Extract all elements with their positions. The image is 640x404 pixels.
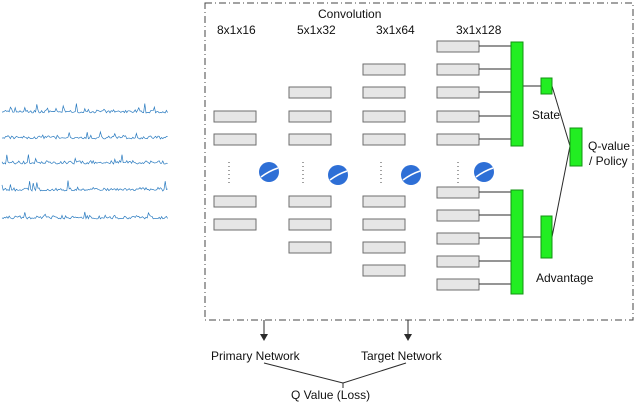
layer-label-5x1x32: 5x1x32: [297, 23, 336, 37]
feature-map: [213, 110, 257, 123]
q-value-label: Q-value: [588, 139, 630, 153]
feature-map: [288, 218, 332, 231]
conv-column-8x1x16: [213, 110, 279, 231]
feature-map: [362, 264, 406, 277]
conv-column-5x1x32: [288, 86, 348, 254]
fc-connections: [479, 45, 571, 285]
conv-column-3x1x64: [362, 63, 421, 277]
signal-trace: [1, 180, 168, 192]
feature-map: [436, 110, 480, 123]
blue-circle-icon: [401, 165, 421, 185]
feature-map: [436, 40, 480, 53]
feature-map: [288, 86, 332, 99]
convolution-label: Convolution: [318, 7, 381, 21]
policy-label: / Policy: [589, 154, 628, 168]
input-signals: [1, 103, 168, 220]
feature-map: [213, 133, 257, 146]
primary-network-label: Primary Network: [211, 349, 301, 363]
feature-map: [436, 86, 480, 99]
conv-column-3x1x128: [436, 40, 494, 291]
signal-trace: [1, 130, 168, 140]
feature-map: [436, 63, 480, 76]
feature-map: [436, 209, 480, 222]
layer-label-3x1x64: 3x1x64: [376, 23, 415, 37]
feature-map: [436, 186, 480, 199]
state-label: State: [532, 108, 560, 122]
signal-trace: [1, 211, 168, 220]
feature-map: [288, 133, 332, 146]
feature-map: [436, 232, 480, 245]
feature-map: [436, 255, 480, 268]
advantage-stream-bar: [510, 189, 524, 295]
state-stream-bar: [510, 41, 524, 147]
feature-map: [362, 241, 406, 254]
blue-circle-icon: [328, 165, 348, 185]
feature-map: [362, 195, 406, 208]
output-arrows: [260, 320, 412, 388]
feature-map: [288, 110, 332, 123]
feature-map: [362, 63, 406, 76]
feature-map: [213, 218, 257, 231]
layer-label-3x1x128: 3x1x128: [456, 23, 502, 37]
feature-map: [362, 86, 406, 99]
feature-map: [288, 195, 332, 208]
network-frame: [204, 2, 634, 321]
signal-trace: [1, 103, 168, 114]
target-network-label: Target Network: [361, 349, 443, 363]
layer-label-8x1x16: 8x1x16: [217, 23, 256, 37]
feature-map: [288, 241, 332, 254]
feature-map: [362, 133, 406, 146]
state-value-node: [540, 77, 553, 95]
advantage-label: Advantage: [536, 271, 594, 285]
blue-circle-icon: [474, 162, 494, 182]
feature-map: [436, 133, 480, 146]
q-value-node: [569, 127, 583, 167]
feature-map: [213, 195, 257, 208]
feature-map: [362, 218, 406, 231]
signal-trace: [1, 154, 168, 165]
blue-circle-icon: [259, 162, 279, 182]
feature-map: [436, 278, 480, 291]
q-value-loss-label: Q Value (Loss): [291, 388, 370, 402]
advantage-node: [540, 215, 553, 259]
feature-map: [362, 110, 406, 123]
